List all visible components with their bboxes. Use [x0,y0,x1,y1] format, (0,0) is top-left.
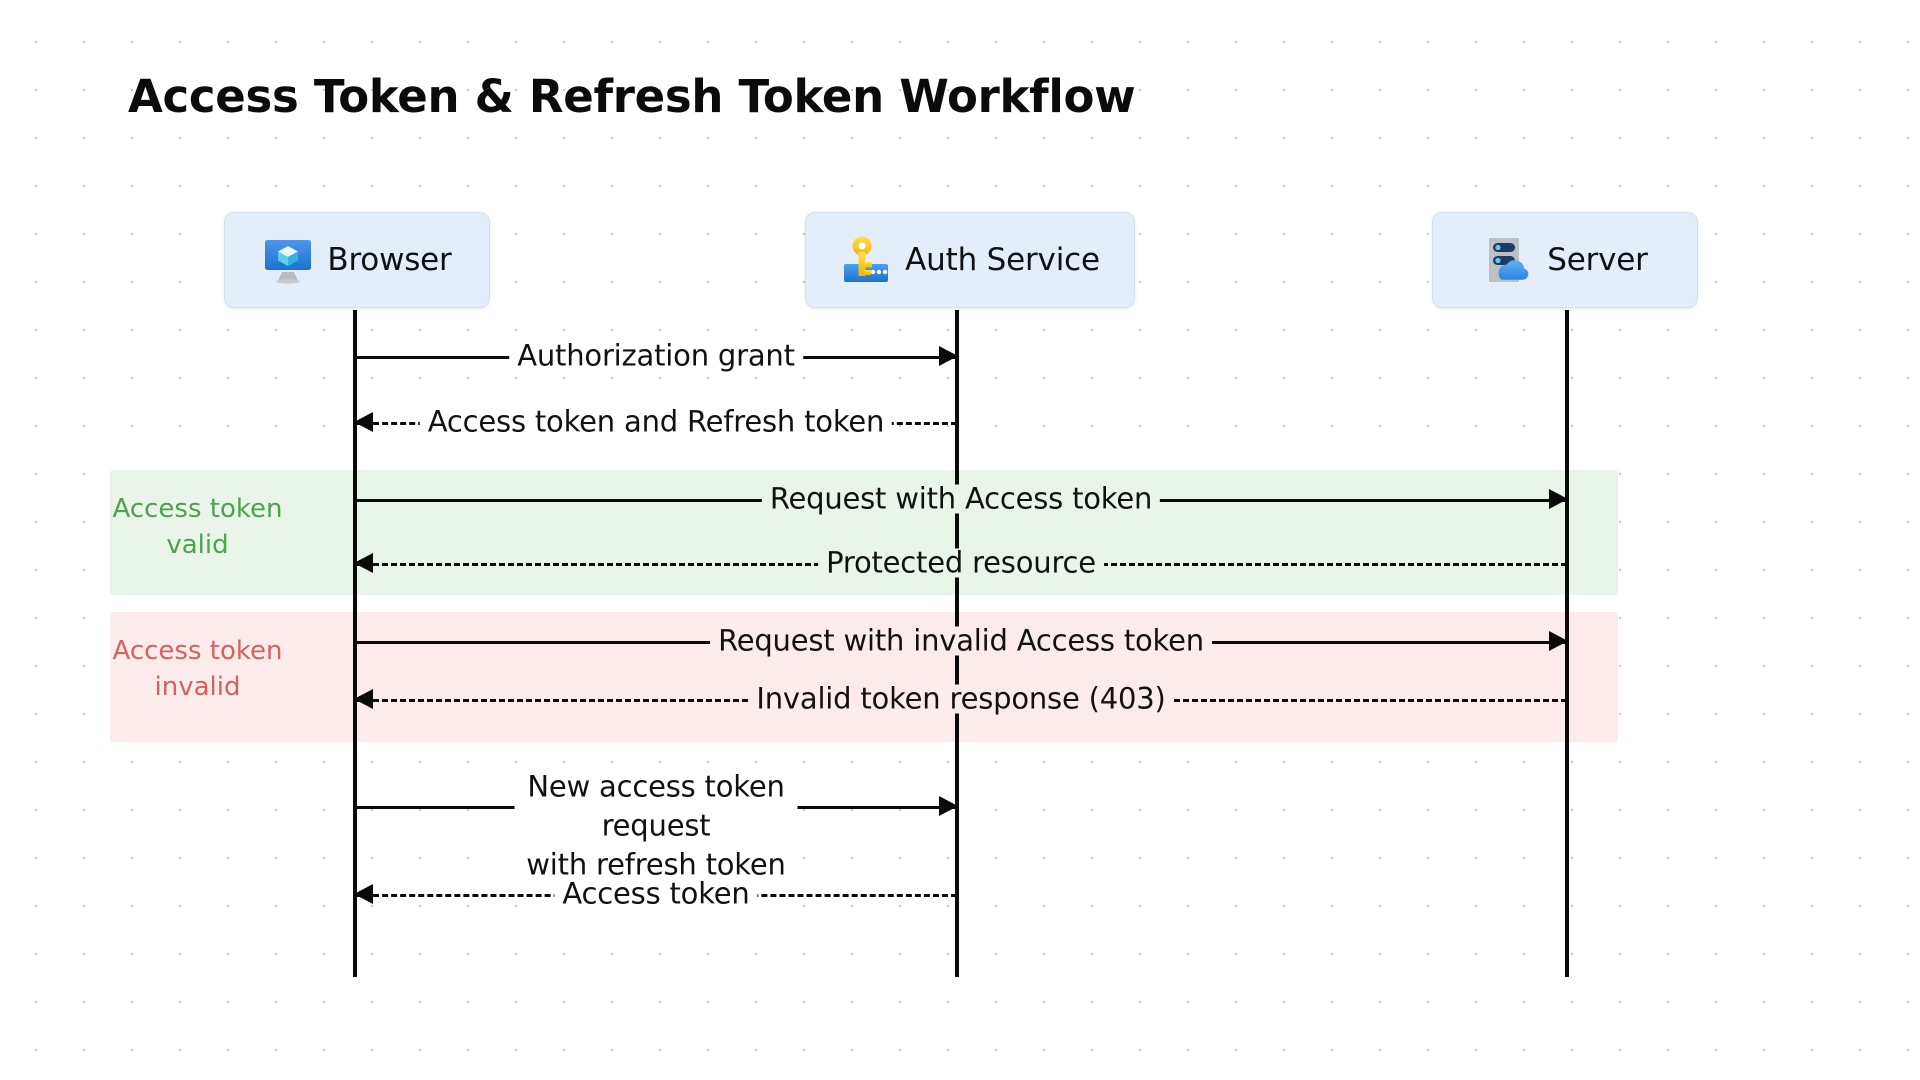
participant-label-browser: Browser [327,242,452,278]
arrowhead-right-icon [1549,489,1568,509]
participant-label-auth-service: Auth Service [905,242,1100,278]
message-label: Access token and Refresh token [411,407,901,437]
message-label: Request with invalid Access token [701,626,1221,656]
page-title: Access Token & Refresh Token Workflow [128,70,1136,123]
arrowhead-left-icon [354,689,373,709]
message-label: Request with Access token [753,484,1169,514]
arrowhead-right-icon [1549,631,1568,651]
message-label: New access token request with refresh to… [506,728,807,884]
message-label: Protected resource [809,548,1113,578]
key-card-icon [840,234,892,286]
block-label-invalid: Access token invalid [112,636,283,702]
arrowhead-left-icon [354,412,373,432]
participant-server[interactable]: Server [1432,212,1698,308]
browser-monitor-icon [262,234,314,286]
arrowhead-left-icon [354,553,373,573]
block-label-valid: Access token valid [112,494,283,560]
message-label: Authorization grant [500,341,812,371]
server-cloud-icon [1482,234,1534,286]
arrowhead-left-icon [354,884,373,904]
participant-browser[interactable]: Browser [224,212,490,308]
message-label: Access token [545,879,766,909]
participant-auth-service[interactable]: Auth Service [805,212,1135,308]
arrowhead-right-icon [939,796,958,816]
arrowhead-right-icon [939,346,958,366]
participant-label-server: Server [1547,242,1648,278]
message-label: Invalid token response (403) [739,684,1182,714]
